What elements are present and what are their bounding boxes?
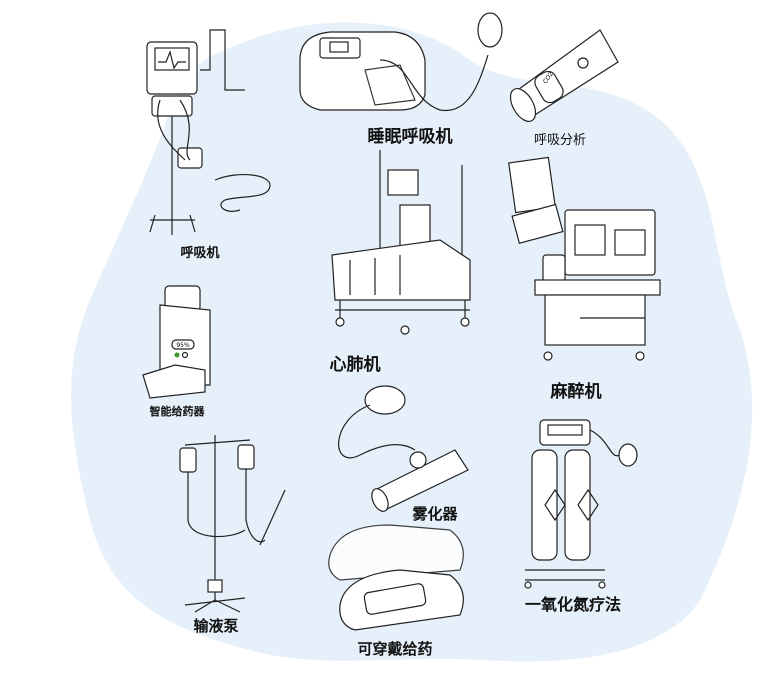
label-heart-lung-machine: 心肺机 — [329, 355, 381, 375]
label-infusion-pump: 输液泵 — [193, 617, 239, 635]
nitric-oxide-therapy-illustration — [524, 419, 638, 589]
nebulizer-illustration — [338, 385, 469, 512]
ventilator-illustration — [146, 29, 271, 235]
label-sleep-ventilator: 睡眠呼吸机 — [367, 127, 453, 147]
label-anesthesia-machine: 麻醉机 — [550, 382, 602, 402]
infusion-pump-illustration — [179, 435, 286, 613]
label-wearable-drug-delivery: 可穿戴给药 — [357, 640, 433, 658]
label-ventilator: 呼吸机 — [180, 246, 220, 261]
label-nebulizer: 雾化器 — [412, 505, 458, 523]
anesthesia-machine-illustration — [508, 156, 661, 361]
label-nitric-oxide-therapy: 一氧化氮疗法 — [524, 595, 622, 614]
breath-analyzer-illustration: CO2 — [509, 29, 619, 122]
label-breath-analyzer: 呼吸分析 — [533, 133, 587, 148]
sleep-ventilator-illustration — [299, 12, 503, 111]
heart-lung-machine-illustration — [331, 150, 471, 335]
smart-inhaler-illustration: 95% — [142, 285, 211, 399]
label-smart-inhaler: 智能给药器 — [149, 405, 205, 418]
inhaler-display-text: 95% — [176, 342, 190, 349]
wearable-drug-delivery-illustration — [328, 524, 464, 631]
